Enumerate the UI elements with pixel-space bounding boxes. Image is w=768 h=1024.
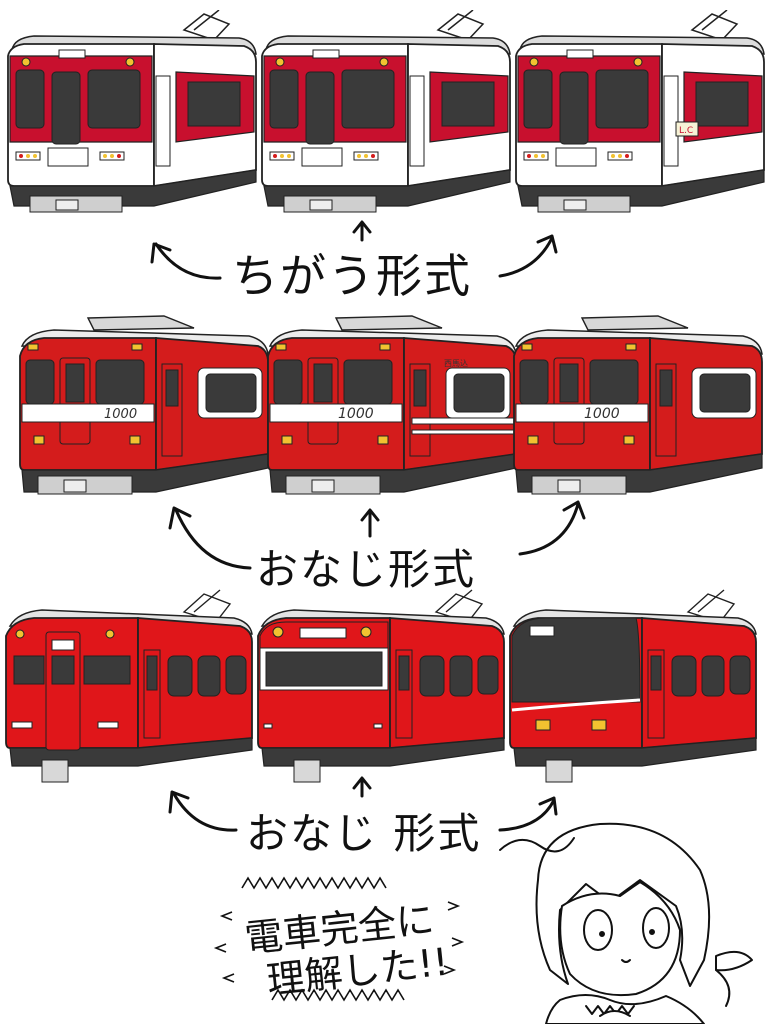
train-meitetsu-2: [257, 589, 505, 783]
arrow-left-2: [174, 508, 252, 570]
train-number-1: 1000: [104, 407, 137, 422]
row-different-models: L.C: [7, 10, 765, 213]
row-same-models-2: [5, 589, 757, 783]
eye-right-icon: [642, 907, 670, 949]
train-meitetsu-3: [509, 589, 757, 783]
train-keikyu-1: 1000: [19, 315, 269, 495]
caption-different-models: ちがう形式: [232, 249, 472, 303]
arrow-left-1: [154, 242, 222, 280]
train-keikyu-2: 西馬込 1000: [267, 315, 517, 495]
arrow-right-2: [518, 502, 580, 556]
train-mark-lc: L.C: [679, 126, 693, 136]
train-keikyu-3: 1000: [513, 315, 763, 495]
train-kintetsu-3: L.C: [515, 10, 765, 213]
arrow-right-3: [498, 798, 556, 832]
caption-same-models-1: おなじ形式: [256, 545, 477, 594]
train-number-3: 1000: [584, 406, 620, 422]
row-same-models-1: 1000 西馬込 1000 1000: [19, 315, 763, 495]
train-meitetsu-1: [5, 589, 253, 783]
girl-character: [499, 822, 753, 1024]
arrow-left-3: [172, 792, 238, 832]
eye-left-icon: [583, 909, 613, 951]
arrow-right-1: [498, 236, 554, 278]
caption-same-models-2: おなじ 形式: [246, 809, 482, 858]
shout-bubble: [213, 876, 465, 1002]
train-number-2: 1000: [338, 406, 374, 422]
train-destination: 西馬込: [444, 359, 468, 368]
hair: [535, 822, 711, 987]
